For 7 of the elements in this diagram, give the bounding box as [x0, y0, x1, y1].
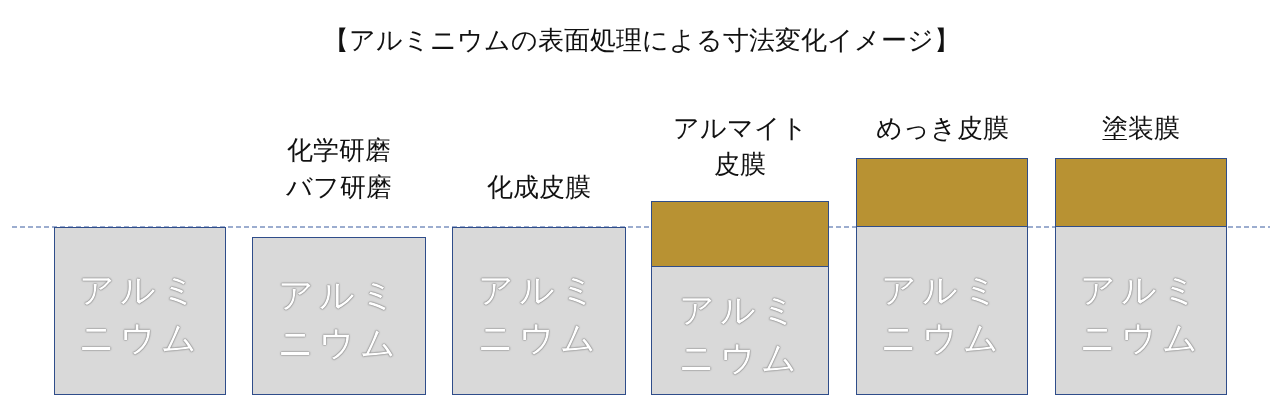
process-label: 化成皮膜 — [486, 171, 592, 204]
process-label: 化学研磨 — [286, 134, 392, 167]
coating-label: アルマイト皮膜 — [671, 112, 809, 181]
coating-label: めっき皮膜 — [874, 112, 1010, 145]
process-label: バフ研磨 — [285, 171, 393, 204]
title: 【アルミニウムの表面処理による寸法変化イメージ】 — [321, 24, 961, 57]
coating-label: 塗装膜 — [1101, 112, 1181, 145]
